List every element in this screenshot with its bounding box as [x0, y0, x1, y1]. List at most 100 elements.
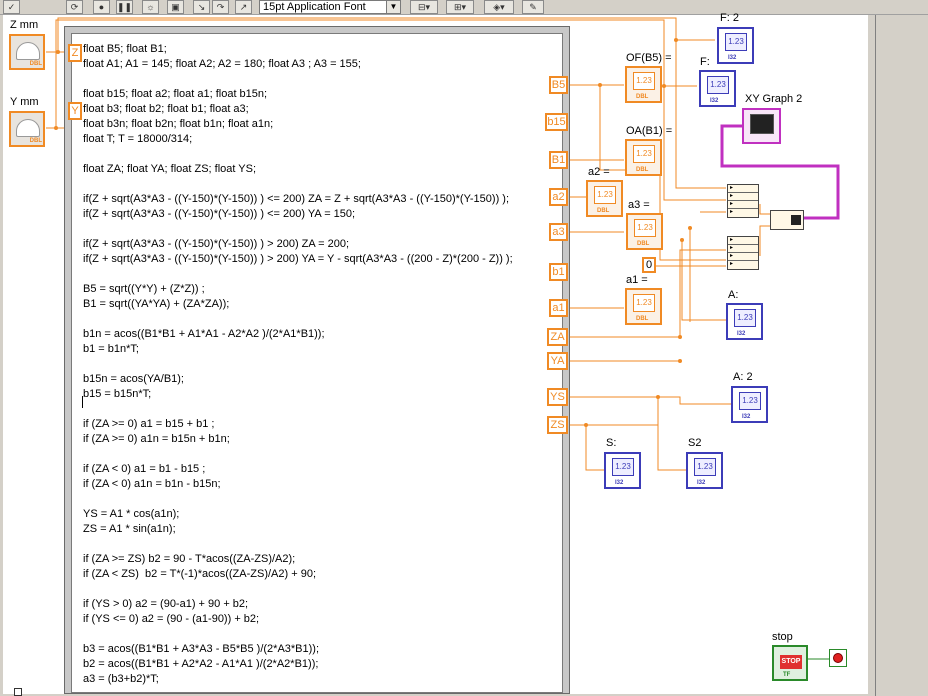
bundle-node-1[interactable]: ▸▸▸▸ — [727, 184, 759, 218]
i32-tag: I32 — [742, 414, 751, 420]
knob-type-tag: DBL — [29, 61, 42, 67]
stop-if-true-icon — [833, 653, 843, 663]
output-terminal-za[interactable]: ZA — [547, 328, 568, 346]
align-icon[interactable]: ⊟▾ — [410, 0, 438, 14]
a3-label: a3 = — [628, 199, 650, 211]
numeric-display: 1.23 — [633, 294, 655, 312]
stop-button-terminal[interactable]: STOP TF — [772, 645, 808, 681]
numeric-constant-zero[interactable]: 0 — [642, 257, 656, 273]
output-terminal-b15[interactable]: b15 — [545, 113, 568, 131]
step-over-icon[interactable]: ↷ — [212, 0, 229, 14]
knob-type-tag: DBL — [29, 138, 42, 144]
dial-icon — [16, 42, 40, 60]
dbl-tag: DBL — [636, 316, 649, 322]
numeric-display: 1.23 — [634, 219, 656, 237]
s-indicator[interactable]: 1.23 I32 — [604, 452, 641, 489]
f-label: F: — [700, 56, 710, 68]
a2-indicator-label: A: 2 — [733, 371, 753, 383]
f2-indicator[interactable]: 1.23 I32 — [717, 27, 754, 64]
s2-label: S2 — [688, 437, 702, 449]
wire-za — [568, 249, 726, 338]
input-terminal-z[interactable]: Z — [68, 44, 82, 62]
a-label: A: — [728, 289, 739, 301]
f2-label: F: 2 — [720, 12, 739, 24]
highlight-icon[interactable]: ☼ — [142, 0, 159, 14]
dbl-tag: DBL — [637, 241, 650, 247]
y-mm-knob[interactable]: DBL — [9, 111, 45, 147]
a2-indicator[interactable]: 1.23 DBL — [586, 180, 623, 217]
output-terminal-b5[interactable]: B5 — [549, 76, 568, 94]
a-2-indicator[interactable]: 1.23 I32 — [731, 386, 768, 423]
ofb5-indicator[interactable]: 1.23 DBL — [625, 66, 662, 103]
numeric-display: 1.23 — [694, 458, 716, 476]
input-terminal-y[interactable]: Y — [68, 102, 82, 120]
i32-tag: I32 — [728, 55, 737, 61]
dial-icon — [16, 119, 40, 137]
numeric-display: 1.23 — [734, 309, 756, 327]
numeric-display: 1.23 — [633, 72, 655, 90]
wire-f2-bundle — [675, 40, 726, 189]
output-terminal-a3[interactable]: a3 — [549, 223, 568, 241]
text-cursor — [82, 396, 83, 408]
numeric-display: 1.23 — [633, 145, 655, 163]
output-terminal-ya[interactable]: YA — [547, 352, 568, 370]
dbl-tag: DBL — [636, 167, 649, 173]
formula-code[interactable]: float B5; float B1; float A1; A1 = 145; … — [71, 33, 563, 693]
loop-condition-terminal[interactable] — [829, 649, 847, 667]
z-mm-label: Z mm — [10, 19, 39, 31]
pause-icon[interactable]: ❚❚ — [116, 0, 133, 14]
a1-indicator[interactable]: 1.23 DBL — [625, 288, 662, 325]
a3-indicator[interactable]: 1.23 DBL — [626, 213, 663, 250]
numeric-display: 1.23 — [725, 33, 747, 51]
window-right-frame — [868, 15, 928, 696]
build-array-icon — [791, 215, 801, 225]
stop-icon: STOP — [780, 655, 802, 669]
step-into-icon[interactable]: ↘ — [193, 0, 210, 14]
output-terminal-a1[interactable]: a1 — [549, 299, 568, 317]
build-array-node[interactable] — [770, 210, 804, 230]
wire-xy-graph — [720, 124, 840, 220]
output-terminal-b1-upper[interactable]: B1 — [549, 151, 568, 169]
wire-z-top — [57, 17, 715, 52]
run-continuously-icon[interactable]: ⟳ — [66, 0, 83, 14]
graph-icon — [750, 114, 774, 134]
formula-node[interactable]: float B5; float B1; float A1; A1 = 145; … — [64, 26, 570, 694]
xy-graph-terminal[interactable] — [742, 108, 781, 144]
font-selector[interactable]: 15pt Application Font ▼ — [259, 0, 401, 14]
chevron-down-icon[interactable]: ▼ — [386, 1, 400, 13]
s2-indicator[interactable]: 1.23 I32 — [686, 452, 723, 489]
y-mm-label: Y mm — [10, 96, 39, 108]
tf-tag: TF — [783, 672, 791, 678]
output-terminal-zs[interactable]: ZS — [547, 416, 568, 434]
i32-tag: I32 — [710, 98, 719, 104]
f-indicator[interactable]: 1.23 I32 — [699, 70, 736, 107]
output-terminal-b1[interactable]: b1 — [549, 263, 568, 281]
retain-wire-values-icon[interactable]: ▣ — [167, 0, 184, 14]
z-mm-knob[interactable]: DBL — [9, 34, 45, 70]
output-terminal-a2[interactable]: a2 — [549, 188, 568, 206]
a1-label: a1 = — [626, 274, 648, 286]
abort-icon[interactable]: ● — [93, 0, 110, 14]
i32-tag: I32 — [697, 480, 706, 486]
stop-label: stop — [772, 631, 793, 643]
cleanup-icon[interactable]: ✎ — [522, 0, 544, 14]
toolbar: ✓ ⟳ ● ❚❚ ☼ ▣ ↘ ↷ ↗ 15pt Application Font… — [0, 0, 928, 15]
wire-bundle2-out — [759, 225, 772, 256]
output-terminal-ys[interactable]: YS — [547, 388, 568, 406]
bundle-node-2[interactable]: ▸▸▸▸ — [727, 236, 759, 270]
wire-b5-bundle — [599, 85, 726, 261]
checkmark-icon[interactable]: ✓ — [3, 0, 20, 14]
window-bottom-frame — [0, 694, 868, 696]
oab1-indicator[interactable]: 1.23 DBL — [625, 139, 662, 176]
xy-graph-label: XY Graph 2 — [745, 93, 803, 105]
a2-label: a2 = — [588, 166, 610, 178]
distribute-icon[interactable]: ⊞▾ — [446, 0, 474, 14]
dbl-tag: DBL — [597, 208, 610, 214]
a-indicator[interactable]: 1.23 I32 — [726, 303, 763, 340]
step-out-icon[interactable]: ↗ — [235, 0, 252, 14]
reorder-icon[interactable]: ◈▾ — [484, 0, 514, 14]
oab1-label: OA(B1) = — [626, 125, 673, 137]
wire-zs-s — [568, 424, 604, 471]
i32-tag: I32 — [615, 480, 624, 486]
